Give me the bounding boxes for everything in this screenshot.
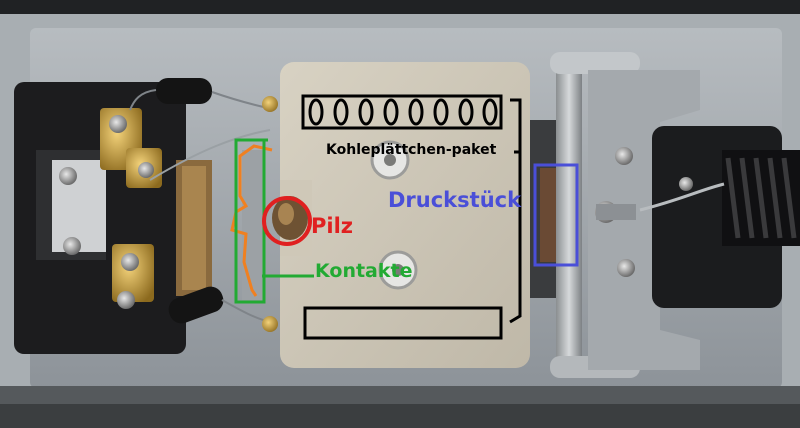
block-screw: [262, 316, 278, 332]
label-carbon-stack: Kohleplättchen-paket: [326, 142, 497, 158]
coil-spring: [722, 150, 800, 246]
lever-plate: [588, 70, 700, 370]
brass-terminal-lower: [112, 244, 154, 302]
carbon-stack-upper-box: [301, 94, 503, 130]
label-mushroom: Pilz: [311, 214, 354, 238]
carbon-disc: [308, 98, 324, 126]
carbon-disc: [358, 98, 374, 126]
terminal-screw: [63, 237, 81, 255]
upper-resistor-body: [156, 78, 212, 104]
terminal-screw: [59, 167, 77, 185]
terminal-screw: [109, 115, 127, 133]
annotation-contacts: [234, 138, 314, 304]
case-top-edge: [0, 0, 800, 30]
annotation-mushroom-circle: [262, 196, 312, 246]
guide-rod: [556, 56, 582, 376]
resistor-lead: [129, 89, 157, 111]
lever-screw: [615, 147, 633, 165]
bracket-screw: [679, 177, 693, 191]
case-bottom: [0, 404, 800, 428]
carbon-stack-lower-box: [303, 306, 503, 340]
annotation-pressure-piece-box: [533, 163, 579, 267]
coil-spring-turns: [725, 157, 797, 239]
spring-hook: [639, 182, 725, 212]
upper-resistor: [129, 78, 269, 111]
carbon-pile-block: [280, 62, 530, 368]
terminal-screw: [117, 291, 135, 309]
resistor-element-face: [182, 166, 206, 290]
carbon-disc: [458, 98, 474, 126]
annotation-carbon-stack: [301, 94, 522, 340]
terminal-screw: [121, 253, 139, 271]
label-contacts: Kontakte: [315, 260, 413, 282]
contact-spring-strip: [242, 150, 264, 300]
rod-top-clamp: [550, 52, 640, 74]
lower-resistor-body: [168, 286, 224, 324]
carbon-disc: [433, 98, 449, 126]
mushroom-plunger-highlight: [278, 203, 294, 225]
carbon-disc: [408, 98, 424, 126]
wire: [149, 129, 271, 181]
mounting-eyelet-hole: [392, 264, 404, 276]
block-screw: [262, 96, 278, 112]
adjust-screw-shaft: [596, 204, 636, 220]
carbon-disc: [333, 98, 349, 126]
carbon-disc: [383, 98, 399, 126]
label-pressure-piece: Druckstück: [388, 188, 522, 212]
mounting-eyelet-hole: [384, 154, 396, 166]
carbon-disc: [482, 98, 498, 126]
terminal-block: [14, 82, 186, 354]
terminal-screw: [138, 162, 154, 178]
carbon-stack-bracket: [509, 98, 522, 324]
carbon-discs: [308, 98, 498, 126]
lever-screw: [617, 259, 635, 277]
